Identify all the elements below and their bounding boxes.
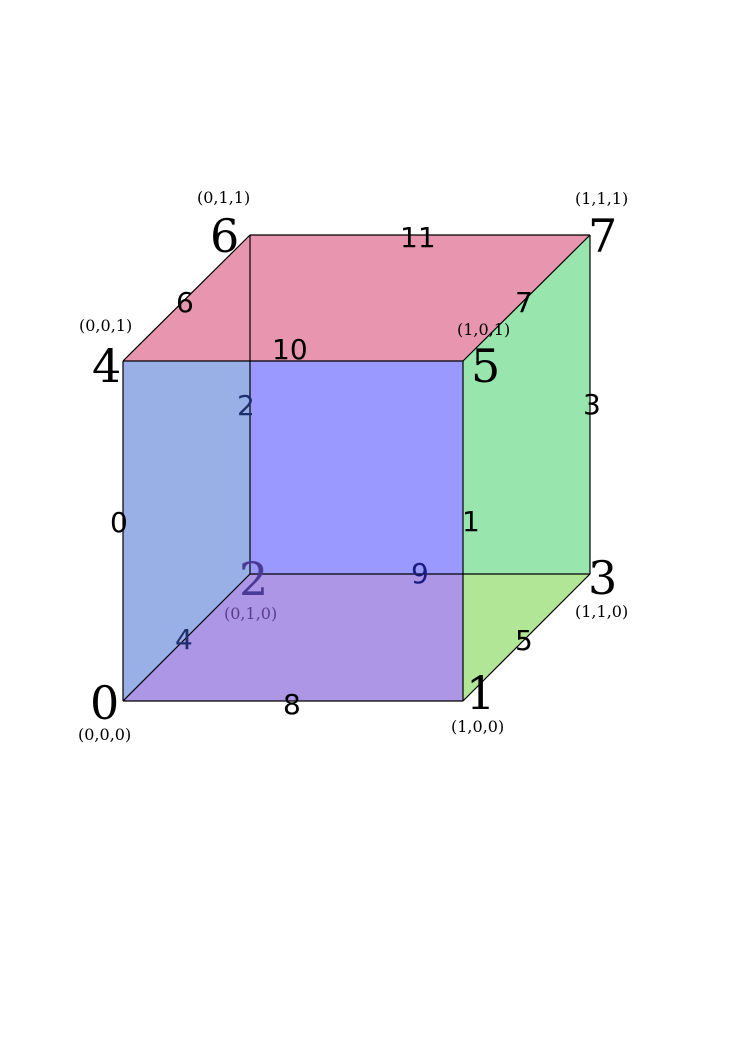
vertex-label-2: 2 <box>239 552 268 606</box>
edge-label-5: 5 <box>515 624 533 657</box>
edge-labels: 0 1 2 3 4 5 6 7 8 9 10 11 <box>110 221 601 721</box>
edge-label-10: 10 <box>272 333 308 366</box>
bottom-face <box>123 574 463 701</box>
top-face <box>123 235 590 361</box>
edge-label-9: 9 <box>411 557 429 590</box>
edge-label-4: 4 <box>175 623 193 656</box>
coord-label-1: (1,0,0) <box>451 717 504 736</box>
edge-label-8: 8 <box>283 688 301 721</box>
edge-label-7: 7 <box>515 286 533 319</box>
edge-label-0: 0 <box>110 506 128 539</box>
vertex-label-4: 4 <box>92 339 121 393</box>
coord-label-7: (1,1,1) <box>575 189 628 208</box>
vertex-label-5: 5 <box>471 339 500 393</box>
vertex-label-7: 7 <box>588 209 617 263</box>
coord-label-4: (0,0,1) <box>79 316 132 335</box>
front-face <box>250 361 463 574</box>
vertex-label-3: 3 <box>588 551 617 605</box>
edge-label-3: 3 <box>583 388 601 421</box>
edge-label-2: 2 <box>237 389 255 422</box>
edge-line-7 <box>462 234 591 362</box>
cube-edges <box>122 234 591 702</box>
edge-line-4 <box>122 573 251 702</box>
edge-label-6: 6 <box>176 286 194 319</box>
edge-line-6 <box>122 234 251 362</box>
vertex-label-0: 0 <box>90 676 119 730</box>
coord-label-5: (1,0,1) <box>457 320 510 339</box>
coord-label-2: (0,1,0) <box>224 604 277 623</box>
coord-label-0: (0,0,0) <box>78 725 131 744</box>
edge-line-5 <box>462 573 591 702</box>
vertex-label-6: 6 <box>210 209 239 263</box>
vertex-labels: 0 1 2 3 4 5 6 7 <box>90 209 617 730</box>
coordinate-labels: (0,0,0) (1,0,0) (0,1,0) (1,1,0) (0,0,1) … <box>78 188 628 744</box>
vertex-label-1: 1 <box>466 666 495 720</box>
coord-label-3: (1,1,0) <box>575 602 628 621</box>
coord-label-6: (0,1,1) <box>197 188 250 207</box>
edge-label-11: 11 <box>400 221 436 254</box>
left-face <box>123 361 250 701</box>
edge-label-1: 1 <box>462 505 480 538</box>
